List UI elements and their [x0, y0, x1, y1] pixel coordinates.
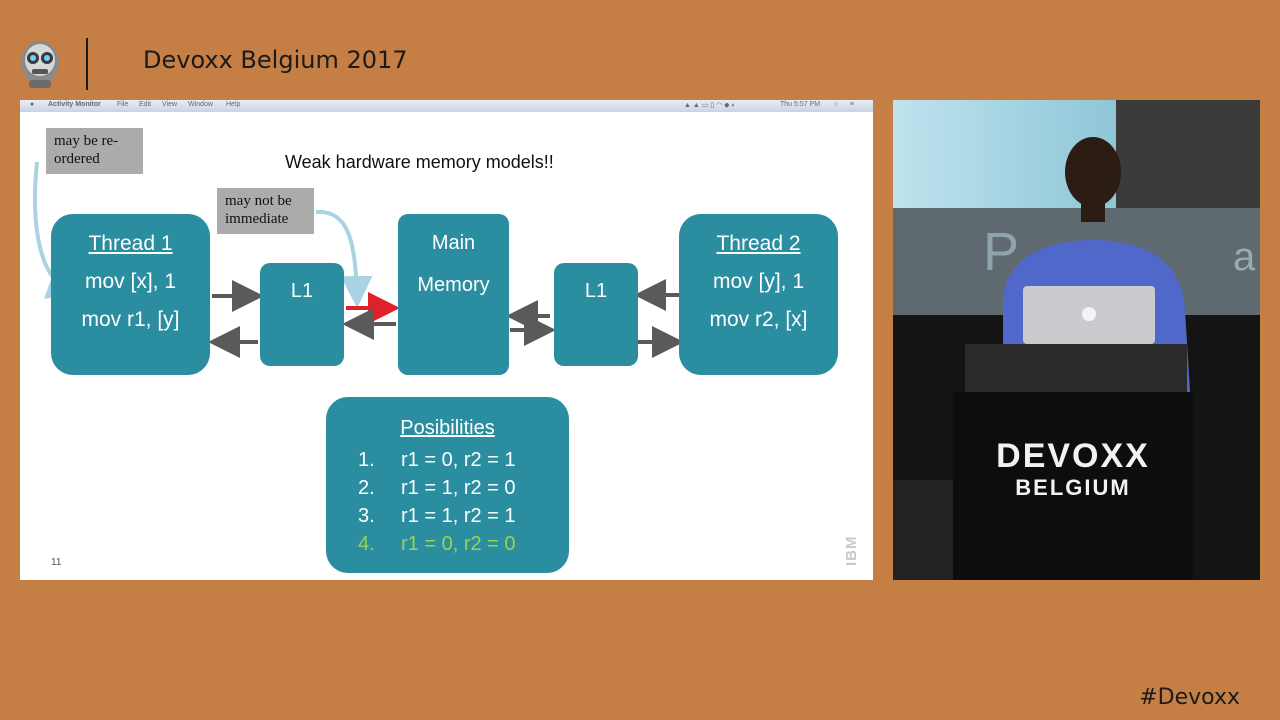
thread2-line1: mov [y], 1 [712, 270, 805, 293]
callout-reordered-line1: may be re- [54, 133, 119, 149]
thread1-title: Thread 1 [88, 232, 173, 255]
thread2-title: Thread 2 [716, 232, 801, 255]
menubar-clock[interactable]: Thu 5:57 PM [780, 101, 821, 108]
status-icons[interactable]: ▲ ▲ ▭ ▯ ◠ ◆ ◐ [684, 102, 736, 109]
immediate-curve-arrow [315, 209, 373, 308]
main-memory-line1: Main [431, 232, 476, 254]
possibility-item-highlighted: 4. r1 = 0, r2 = 0 [358, 530, 569, 558]
thread1-box: Thread 1 mov [x], 1 mov r1, [y] [51, 214, 210, 375]
possibility-text: r1 = 1, r2 = 0 [401, 477, 516, 499]
possibility-num: 4. [358, 533, 375, 555]
thread2-line2: mov r2, [x] [709, 308, 808, 331]
podium-devoxx-text: DEVOXX [996, 437, 1150, 475]
hashtag: #Devoxx [1139, 685, 1240, 710]
speaker-video-scene: P a DEVOXX BELGIUM [893, 100, 1260, 580]
spotlight-icon[interactable]: ○ [834, 101, 839, 108]
possibility-num: 2. [358, 477, 375, 499]
devoxx-robot-logo [21, 41, 59, 88]
l1-cache-right: L1 [554, 263, 638, 366]
l1-right-label: L1 [584, 280, 608, 302]
possibility-item: 3. r1 = 1, r2 = 1 [358, 502, 569, 530]
callout-may-be-reordered: may be re- ordered [46, 128, 143, 174]
possibility-num: 1. [358, 449, 375, 471]
thread2-box: Thread 2 mov [y], 1 mov r2, [x] [679, 214, 838, 375]
possibility-text: r1 = 1, r2 = 1 [401, 505, 516, 527]
menu-list-icon[interactable]: ≡ [850, 101, 855, 108]
menu-window[interactable]: Window [188, 101, 213, 108]
main-memory-box: Main Memory [398, 214, 509, 375]
l1-left-label: L1 [290, 280, 314, 302]
possibility-text: r1 = 0, r2 = 0 [401, 533, 516, 555]
possibility-text: r1 = 0, r2 = 1 [401, 449, 516, 471]
main-memory-line2: Memory [417, 274, 490, 296]
thread1-line1: mov [x], 1 [84, 270, 177, 293]
callout-may-not-be-immediate: may not be immediate [217, 188, 314, 234]
possibility-num: 3. [358, 505, 375, 527]
ibm-logo: IBM [843, 535, 860, 567]
podium-belgium-text: BELGIUM [1015, 475, 1130, 500]
callout-immediate-line2: immediate [225, 211, 289, 227]
callout-reordered-line2: ordered [54, 151, 100, 167]
event-title: Devoxx Belgium 2017 [143, 46, 408, 74]
menubar-app-name[interactable]: Activity Monitor [48, 101, 101, 108]
l1-cache-left: L1 [260, 263, 344, 366]
presentation-slide: ● Activity Monitor File Edit View Window… [20, 100, 873, 580]
header-divider [86, 38, 88, 90]
menu-view[interactable]: View [162, 101, 178, 108]
possibility-item: 2. r1 = 1, r2 = 0 [358, 474, 569, 502]
slide-title: Weak hardware memory models!! [285, 152, 554, 172]
menu-help[interactable]: Help [226, 101, 241, 108]
apple-icon[interactable]: ● [30, 101, 35, 108]
possibilities-title: Posibilities [400, 417, 495, 439]
possibilities-box: Posibilities 1. r1 = 0, r2 = 1 2. r1 = 1, … [326, 397, 569, 573]
thread1-line2: mov r1, [y] [81, 308, 180, 331]
speaker-video: P a DEVOXX BELGIUM [893, 100, 1260, 580]
callout-immediate-line1: may not be [225, 193, 292, 209]
menu-file[interactable]: File [117, 101, 129, 108]
slide-page-number: 11 [51, 557, 62, 568]
possibility-item: 1. r1 = 0, r2 = 1 [358, 446, 569, 474]
svg-text:a: a [1233, 235, 1256, 279]
menu-edit[interactable]: Edit [139, 101, 152, 108]
mac-menubar: ● Activity Monitor File Edit View Window… [20, 100, 873, 112]
